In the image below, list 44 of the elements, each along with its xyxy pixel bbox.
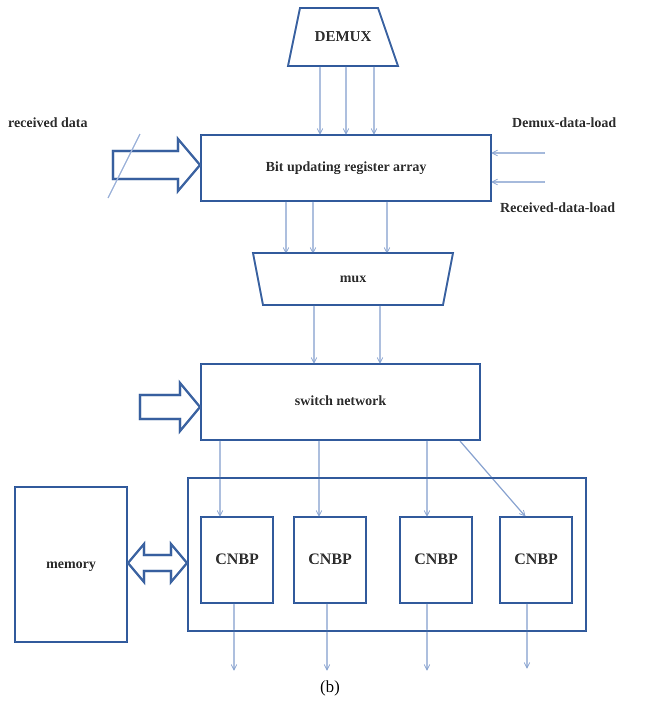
arrow <box>492 150 545 156</box>
caption: (b) <box>320 677 340 697</box>
arrow <box>282 202 290 254</box>
block-arrow <box>112 136 202 194</box>
block-label: DEMUX <box>314 28 372 46</box>
arrow <box>316 66 324 134</box>
cnbp-box <box>293 516 367 604</box>
arrow <box>216 441 224 516</box>
register-array-box <box>200 134 492 202</box>
cnbp-box <box>499 516 573 604</box>
arrow <box>459 440 526 516</box>
arrow <box>424 604 430 670</box>
arrow <box>230 604 238 670</box>
arrow <box>310 305 318 364</box>
block-label: CNBP <box>215 551 259 569</box>
arrow <box>376 305 384 364</box>
arrow <box>424 441 430 516</box>
memory-box <box>14 486 128 643</box>
arrow <box>370 66 378 134</box>
signal-label: received data <box>8 116 88 132</box>
block-label: CNBP <box>414 551 458 569</box>
block-label: CNBP <box>308 551 352 569</box>
arrow <box>316 441 322 516</box>
arrow <box>524 604 530 668</box>
block-label: CNBP <box>514 551 558 569</box>
arrow <box>342 66 350 134</box>
cnbp-box <box>399 516 473 604</box>
arrow <box>384 202 390 254</box>
arrow <box>324 604 330 670</box>
arrow <box>310 202 316 254</box>
double-block-arrow <box>126 540 189 586</box>
demux-trapezoid <box>288 8 398 66</box>
block-label: mux <box>340 271 366 287</box>
block-arrow <box>138 380 202 434</box>
cnbp-box <box>200 516 274 604</box>
arrow <box>492 178 545 186</box>
cnbp-container <box>187 477 587 632</box>
signal-label: Demux-data-load <box>512 116 616 132</box>
block-label: switch network <box>294 394 386 410</box>
block-label: Bit updating register array <box>266 160 426 176</box>
mux-trapezoid <box>253 253 453 305</box>
signal-label: Received-data-load <box>500 201 616 217</box>
block-label: memory <box>46 556 96 572</box>
switch-network-box <box>200 363 481 441</box>
